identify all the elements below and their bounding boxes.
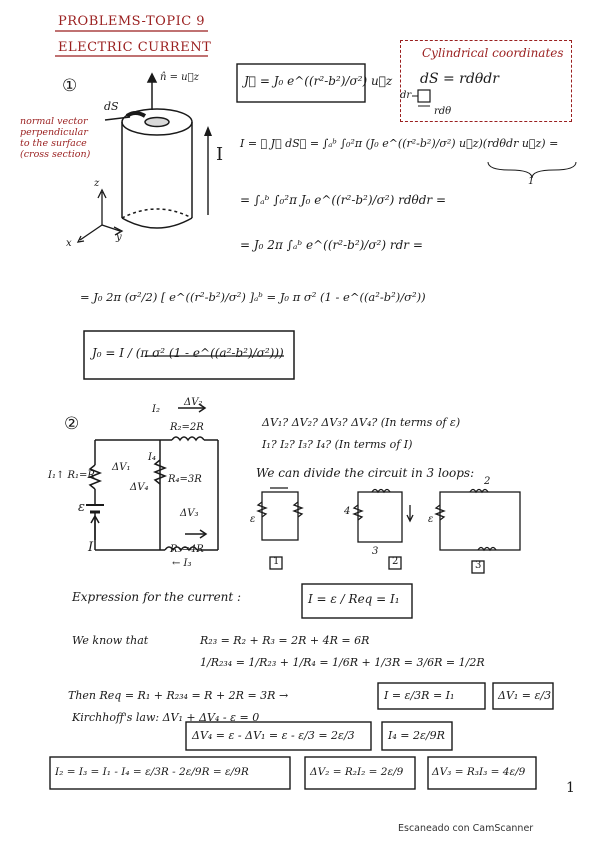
expression-label: Expression for the current : xyxy=(72,590,242,604)
voltage-questions: ΔV₁? ΔV₂? ΔV₃? ΔV₄? (In terms of ε) xyxy=(262,416,461,429)
problem-2-number: ② xyxy=(64,414,80,434)
i2-label: I₂ xyxy=(152,404,160,415)
x-axis-label: x xyxy=(66,238,72,249)
r23-equation: R₂₃ = R₂ + R₃ = 2R + 4R = 6R xyxy=(200,634,370,647)
req-equation: Then Req = R₁ + R₂₃₄ = R + 2R = 3R → xyxy=(68,689,289,702)
i2-i3-result-box: I₂ = I₃ = I₁ - I₄ = ε/3R - 2ε/9R = ε/9R xyxy=(55,766,249,778)
equation-line-2: = ∫ₐᵇ ∫₀²π J₀ e^((r²-b²)/σ²) rdθdr = xyxy=(240,193,447,207)
page-subtitle: ELECTRIC CURRENT xyxy=(58,40,212,55)
unit-vector-product: 1 xyxy=(528,176,535,187)
current-questions: I₁? I₂? I₃? I₄? (In terms of I) xyxy=(262,438,413,451)
y-axis-label: y xyxy=(116,232,122,243)
emf-label: ε xyxy=(78,500,85,515)
cyl-coords-title: Cylindrical coordinates xyxy=(422,46,564,60)
loop-2-r4: 4 xyxy=(344,506,351,517)
dv3-label: ΔV₃ xyxy=(180,508,199,519)
loop-3-r2: 2 xyxy=(484,476,491,487)
page-title: PROBLEMS-TOPIC 9 xyxy=(58,14,206,29)
equation-line-3: = J₀ 2π ∫ₐᵇ e^((r²-b²)/σ²) rdr = xyxy=(240,238,423,252)
normal-vector-label: n̂ = u⃗z xyxy=(160,72,199,83)
normal-vector-note: normal vector perpendicular to the surfa… xyxy=(20,116,91,160)
r234-equation: 1/R₂₃₄ = 1/R₂₃ + 1/R₄ = 1/6R + 1/3R = 3/… xyxy=(200,656,485,669)
circuit-diagram xyxy=(86,403,219,552)
r4-label: R₄=3R xyxy=(168,474,202,485)
z-axis-label: z xyxy=(94,178,100,189)
r3-label: R₃=4R xyxy=(170,544,204,555)
dv2-label: ΔV₂ xyxy=(184,397,203,408)
problem-1-number: ① xyxy=(62,76,78,96)
loop-2-r3: 3 xyxy=(372,546,379,557)
loop-3-label: 3 xyxy=(475,560,482,571)
cyl-ds-formula: dS = rdθdr xyxy=(420,71,499,87)
source-current-label: I xyxy=(88,540,94,555)
dv4-result-box: ΔV₄ = ε - ΔV₁ = ε - ε/3 = 2ε/3 xyxy=(192,729,355,742)
dv1-label: ΔV₁ xyxy=(112,462,131,473)
loop-diagrams xyxy=(256,487,521,574)
we-know-label: We know that xyxy=(72,634,149,647)
dr-label: dr xyxy=(400,90,412,101)
dv3-result-box: ΔV₃ = R₃I₃ = 4ε/9 xyxy=(432,766,526,778)
loop-1-label: 1 xyxy=(273,556,280,567)
dv2-result-box: ΔV₂ = R₂I₂ = 2ε/9 xyxy=(310,766,404,778)
j0-result: J₀ = I / (π σ² (1 - e^((a²-b²)/σ²))) xyxy=(92,346,284,360)
scanner-footer: Escaneado con CamScanner xyxy=(398,823,534,834)
page-number: 1 xyxy=(566,780,575,796)
r2-label: R₂=2R xyxy=(170,422,204,433)
loop-1-emf: ε xyxy=(250,514,256,525)
i4-result-box: I₄ = 2ε/9R xyxy=(388,729,445,742)
loop-2-label: 2 xyxy=(392,556,399,567)
equation-line-4: = J₀ 2π (σ²/2) [ e^((r²-b²)/σ²) ]ₐᵇ = J₀… xyxy=(80,290,426,304)
loop-3-emf: ε xyxy=(428,514,434,525)
cylinder-diagram xyxy=(104,72,193,229)
i1-r1-label: I₁↑ R₁=R xyxy=(48,470,95,481)
rdtheta-label: rdθ xyxy=(434,106,452,117)
loops-statement: We can divide the circuit in 3 loops: xyxy=(256,466,475,480)
kirchhoff-law: Kirchhoff's law: ΔV₁ + ΔV₄ - ε = 0 xyxy=(72,711,260,724)
current-expression: I = ε / Req = I₁ xyxy=(308,592,400,606)
i-result-box: I = ε/3R = I₁ xyxy=(384,689,455,702)
current-density-definition: J⃗ = J₀ e^((r²-b²)/σ²) u⃗z xyxy=(244,74,393,88)
axes-diagram xyxy=(76,188,124,243)
current-label: I xyxy=(216,144,224,165)
i4-label: I₄ xyxy=(148,452,156,463)
dv1-result-box: ΔV₁ = ε/3 xyxy=(498,689,552,702)
i3-label: ← I₃ xyxy=(172,558,192,569)
dv4-label: ΔV₄ xyxy=(130,482,149,493)
cylindrical-coords-box xyxy=(400,40,572,122)
equation-line-1: I = ∯ J⃗ dS⃗ = ∫ₐᵇ ∫₀²π (J₀ e^((r²-b²)/σ… xyxy=(240,137,559,150)
ds-label: dS xyxy=(104,100,119,113)
